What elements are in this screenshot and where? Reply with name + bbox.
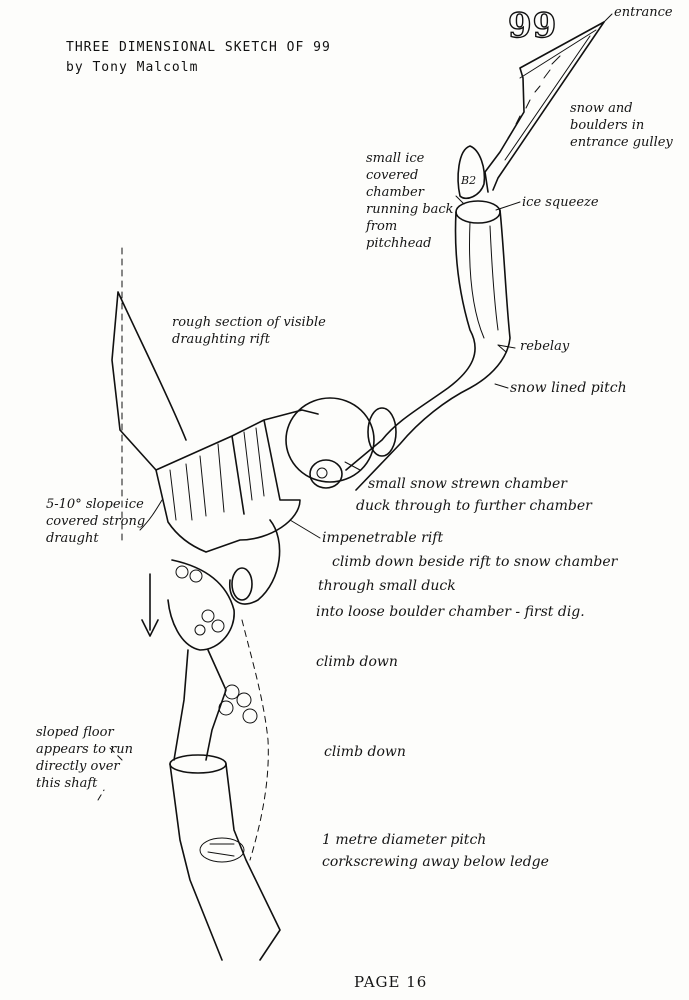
pitch-shaft-outline <box>169 763 281 961</box>
rift-block-outline <box>155 409 319 553</box>
label-ice-squeeze: ice squeeze <box>522 195 599 210</box>
label-climb-beside-rift: climb down beside rift to snow chamber <box>332 554 618 570</box>
label-snow-lined-pitch: snow lined pitch <box>510 380 627 396</box>
label-through-duck: through small duck <box>318 578 456 594</box>
page-number: PAGE 16 <box>354 973 428 991</box>
label-boulder-chamber: into loose boulder chamber - first dig. <box>316 604 585 620</box>
label-duck-further: duck through to further chamber <box>356 498 592 514</box>
snow-lined-pitch-outline <box>345 209 511 491</box>
label-slope: 5-10° slope ice covered strong draught <box>46 497 146 546</box>
label-b2: B2 <box>461 174 477 187</box>
label-rough-section: rough section of visible draughting rift <box>172 315 326 347</box>
cave-number: 99 <box>507 5 558 46</box>
draughting-rift-section <box>111 291 187 471</box>
page-title: THREE DIMENSIONAL SKETCH OF 99 <box>66 40 331 55</box>
label-rebelay: rebelay <box>520 339 570 354</box>
label-entrance-gully: snow and boulders in entrance gulley <box>570 101 673 150</box>
ice-chamber-outline <box>457 145 486 200</box>
label-climb-down-1: climb down <box>316 654 398 670</box>
boulder-chamber-outline <box>167 559 235 651</box>
label-impenetrable-rift: impenetrable rift <box>322 530 444 546</box>
label-sloped-floor: sloped floor appears to run directly ove… <box>36 725 133 791</box>
label-climb-down-2: climb down <box>324 744 406 760</box>
label-entrance: entrance <box>614 5 673 20</box>
author-line: by Tony Malcolm <box>66 60 199 75</box>
label-pitch-line-2: corkscrewing away below ledge <box>322 854 549 870</box>
entrance-gully-outline <box>484 21 605 193</box>
label-small-chamber: small snow strewn chamber <box>368 476 567 492</box>
label-ice-chamber: small ice covered chamber running back f… <box>366 151 454 251</box>
label-pitch-line-1: 1 metre diameter pitch <box>322 832 487 848</box>
